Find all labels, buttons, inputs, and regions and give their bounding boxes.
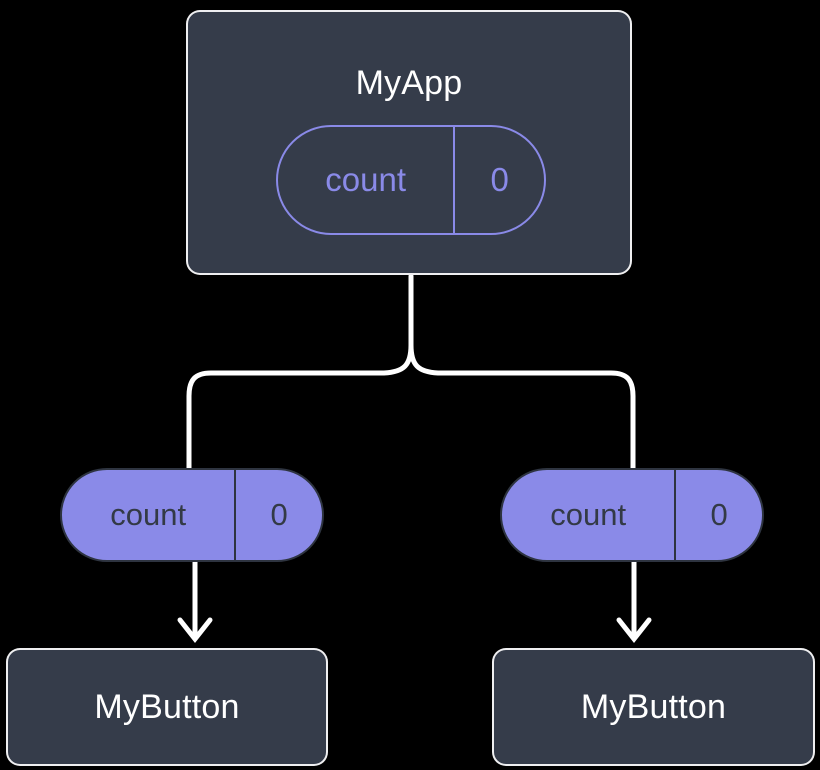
state-pill-root[interactable]: count 0 <box>276 125 546 235</box>
branch-edge-left <box>186 342 414 473</box>
prop-arrow-head-right <box>616 617 652 644</box>
component-title-mybutton-right: MyButton <box>580 687 727 726</box>
state-pill-right[interactable]: count 0 <box>500 468 764 562</box>
state-pill-root-key: count <box>278 127 456 233</box>
state-pill-root-value: 0 <box>490 161 509 198</box>
state-pill-left[interactable]: count 0 <box>60 468 324 562</box>
component-node-mybutton-right[interactable]: MyButton <box>492 648 815 766</box>
state-pill-right-value: 0 <box>710 497 728 532</box>
component-node-mybutton-left[interactable]: MyButton <box>6 648 328 766</box>
state-pill-right-key: count <box>502 470 677 560</box>
component-title-mybutton-left: MyButton <box>94 687 240 726</box>
state-pill-left-value: 0 <box>270 497 288 532</box>
prop-arrow-head-left <box>177 617 213 644</box>
state-pill-left-key: count <box>62 470 237 560</box>
component-title-myapp: MyApp <box>355 64 463 102</box>
branch-edge-right <box>408 342 636 473</box>
